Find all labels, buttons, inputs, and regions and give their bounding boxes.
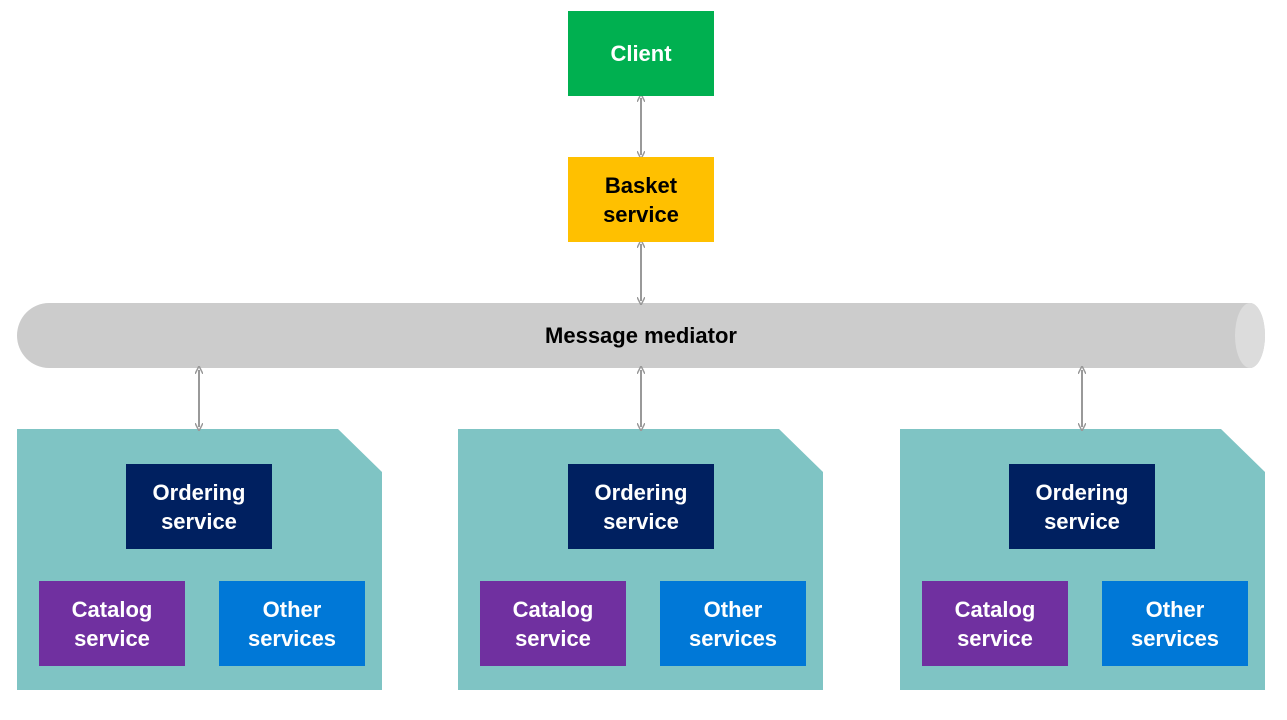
ordering-service-node: Ordering service [568, 464, 714, 549]
catalog-service-node: Catalog service [922, 581, 1068, 666]
catalog-service-label: Catalog service [512, 596, 594, 651]
ordering-service-label: Ordering service [152, 479, 246, 534]
client-node: Client [568, 11, 714, 96]
ordering-service-label: Ordering service [594, 479, 688, 534]
ordering-service-label: Ordering service [1035, 479, 1129, 534]
basket-service-label: Basket service [603, 172, 679, 227]
other-services-label: Other services [247, 596, 337, 651]
other-services-node: Other services [660, 581, 806, 666]
other-services-node: Other services [1102, 581, 1248, 666]
message-mediator-cylinder [17, 303, 1265, 368]
basket-service-node: Basket service [568, 157, 714, 242]
other-services-label: Other services [1130, 596, 1220, 651]
ordering-service-node: Ordering service [1009, 464, 1155, 549]
ordering-service-node: Ordering service [126, 464, 272, 549]
catalog-service-label: Catalog service [954, 596, 1036, 651]
catalog-service-node: Catalog service [480, 581, 626, 666]
other-services-node: Other services [219, 581, 365, 666]
catalog-service-label: Catalog service [71, 596, 153, 651]
message-mediator-label: Message mediator [545, 322, 737, 348]
other-services-label: Other services [688, 596, 778, 651]
catalog-service-node: Catalog service [39, 581, 185, 666]
client-label: Client [610, 41, 672, 66]
